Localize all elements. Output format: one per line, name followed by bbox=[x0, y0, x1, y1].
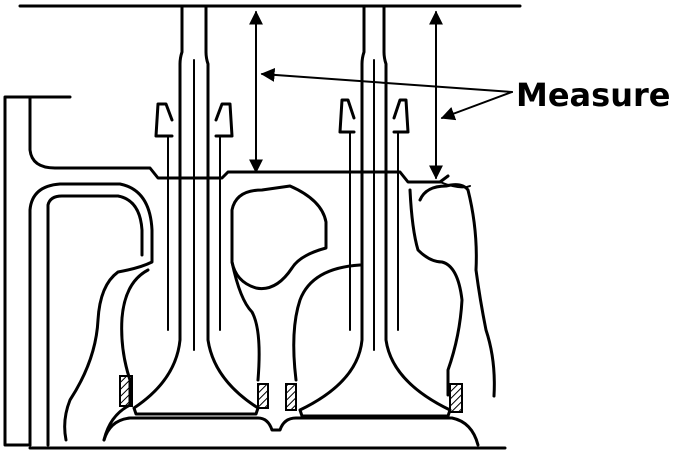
measure-label: Measure bbox=[516, 76, 670, 114]
head-deck-top bbox=[28, 95, 450, 184]
head-outer-wall bbox=[3, 95, 72, 447]
combustion-chamber-roof bbox=[102, 416, 480, 447]
valve-left bbox=[132, 4, 260, 416]
valve-left-stem bbox=[132, 4, 260, 416]
leader-line-right bbox=[440, 91, 513, 121]
valve-seat-left-outer bbox=[119, 375, 133, 407]
exhaust-port-right-wall bbox=[408, 188, 464, 397]
valve-seat-left-inner bbox=[257, 383, 269, 409]
water-jacket-right bbox=[418, 183, 496, 398]
valve-seat-right-inner bbox=[285, 383, 297, 411]
intake-port-left-wall bbox=[102, 268, 150, 442]
valve-guide-left bbox=[154, 102, 234, 138]
leader-line-left bbox=[260, 67, 513, 93]
center-casting bbox=[230, 184, 328, 291]
valve-right bbox=[298, 4, 452, 418]
water-jacket-left bbox=[28, 182, 154, 447]
valve-right-stem bbox=[298, 4, 452, 418]
exhaust-port-left-wall bbox=[292, 263, 362, 382]
valve-guide-right bbox=[338, 98, 410, 134]
valve-seat-right-outer bbox=[449, 383, 463, 413]
